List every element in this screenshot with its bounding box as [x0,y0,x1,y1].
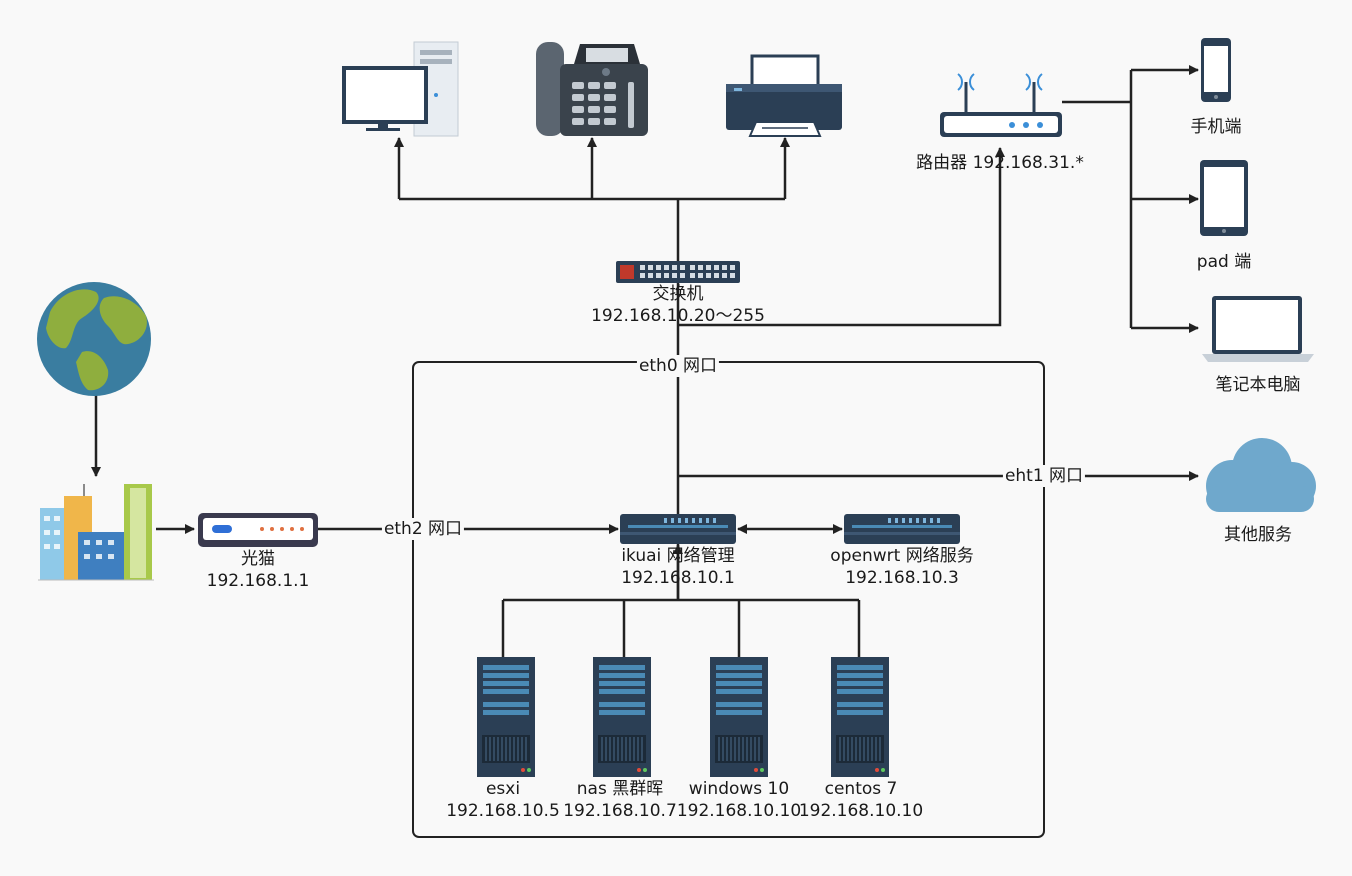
ikuai-device-icon [620,514,736,544]
switch-label: 交换机 192.168.10.20～255 [591,283,765,327]
phone-icon [1201,38,1231,102]
printer-icon [726,54,842,137]
ikuai-name: ikuai 网络管理 [621,546,735,566]
centos-name: centos 7 [824,779,898,799]
eth2-label: eth2 网口 [381,518,465,540]
eth1-label: eht1 网口 [1002,465,1086,487]
nas-label: nas 黑群晖 192.168.10.7 [563,778,677,822]
server-icon [830,656,890,778]
switch-name: 交换机 [652,284,704,304]
windows-label: windows 10 192.168.10.10 [677,778,801,822]
pad-label: pad 端 [1196,252,1252,272]
cloud-label: 其他服务 [1224,525,1292,545]
modem-ip: 192.168.1.1 [206,571,310,591]
tablet-icon [1200,160,1248,236]
switch-ip: 192.168.10.20～255 [591,306,765,326]
phone-label: 手机端 [1190,117,1242,137]
buildings-icon [38,484,154,581]
nas-ip: 192.168.10.7 [563,801,677,821]
modem-icon [198,513,318,547]
modem-label: 光猫 192.168.1.1 [207,548,310,592]
server-icon [709,656,769,778]
switch-icon [616,261,740,283]
telephone-icon [536,42,648,136]
openwrt-ip: 192.168.10.3 [845,568,959,588]
server-icon [592,656,652,778]
esxi-name: esxi [485,779,521,799]
ikuai-label: ikuai 网络管理 192.168.10.1 [621,545,735,589]
laptop-label: 笔记本电脑 [1215,375,1301,395]
ikuai-ip: 192.168.10.1 [621,568,735,588]
server-room-frame [412,361,1045,838]
router-icon [940,73,1062,137]
esxi-ip: 192.168.10.5 [446,801,560,821]
router-label: 路由器 192.168.31.* [916,153,1084,173]
openwrt-name: openwrt 网络服务 [830,546,974,566]
cloud-icon [1206,438,1316,512]
centos-label: centos 7 192.168.10.10 [799,778,923,822]
desktop-pc-icon [342,41,459,137]
windows-ip: 192.168.10.10 [676,801,802,821]
windows-name: windows 10 [688,779,790,799]
modem-name: 光猫 [241,549,275,569]
server-icon [476,656,536,778]
esxi-label: esxi 192.168.10.5 [446,778,560,822]
openwrt-device-icon [844,514,960,544]
laptop-icon [1202,296,1314,362]
eth0-label: eth0 网口 [636,355,720,377]
centos-ip: 192.168.10.10 [798,801,924,821]
globe-icon [37,282,151,396]
openwrt-label: openwrt 网络服务 192.168.10.3 [830,545,973,589]
nas-name: nas 黑群晖 [576,779,664,799]
